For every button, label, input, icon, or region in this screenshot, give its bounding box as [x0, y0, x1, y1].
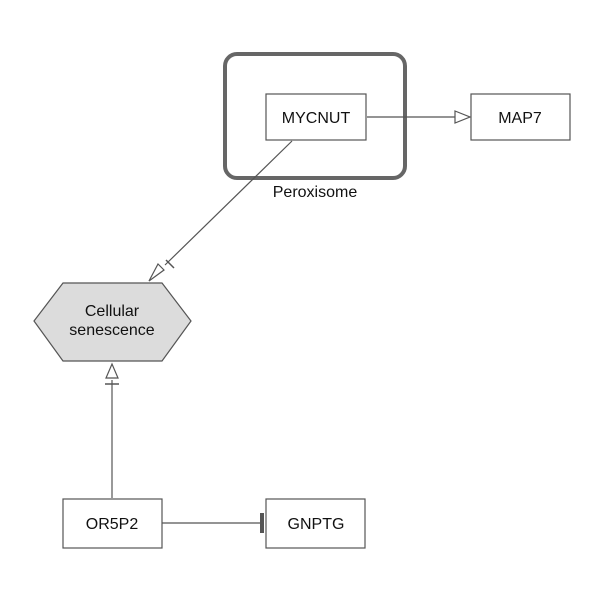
- necessary-bar: [165, 259, 175, 269]
- peroxisome-label: Peroxisome: [273, 184, 358, 201]
- node-map7-label: MAP7: [498, 110, 542, 127]
- open-arrow-head: [148, 263, 165, 282]
- edge-mycnut-map7[interactable]: [367, 110, 472, 124]
- node-cellular-senescence[interactable]: Cellular senescence: [33, 282, 192, 362]
- node-gnptg-label: GNPTG: [288, 516, 345, 533]
- node-cellular-senescence-line2: senescence: [69, 322, 154, 339]
- edge-or5p2-gnptg[interactable]: [162, 513, 264, 533]
- node-cellular-senescence-line1: Cellular: [85, 303, 140, 320]
- node-gnptg[interactable]: GNPTG: [265, 498, 366, 549]
- node-or5p2[interactable]: OR5P2: [62, 498, 163, 549]
- edge-mycnut-cellular-senescence[interactable]: [148, 140, 293, 282]
- node-or5p2-label: OR5P2: [86, 516, 139, 533]
- open-arrow-head: [105, 362, 119, 379]
- edge-or5p2-cellular-senescence[interactable]: [105, 362, 119, 498]
- node-map7[interactable]: MAP7: [470, 93, 571, 141]
- peroxisome-compartment[interactable]: [223, 52, 407, 180]
- node-mycnut[interactable]: MYCNUT: [265, 93, 367, 141]
- open-arrow-head: [454, 110, 472, 124]
- node-mycnut-label: MYCNUT: [282, 110, 351, 127]
